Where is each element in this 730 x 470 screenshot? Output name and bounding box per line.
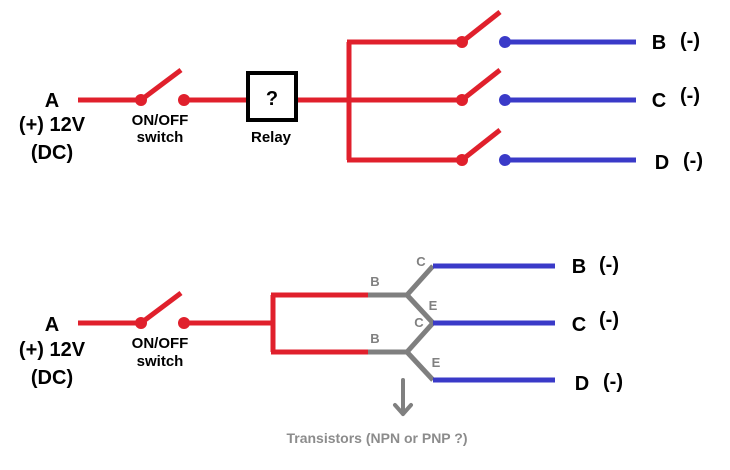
top-positive-wires (78, 10, 502, 163)
transistor-1-base-label: B (370, 274, 379, 289)
top-output-c-polarity: (-) (680, 85, 700, 107)
top-switch-label-line1: ON/OFF (132, 112, 189, 129)
relay-lever-b (460, 10, 502, 44)
bottom-source-node-label: A (45, 314, 59, 336)
top-output-d-polarity: (-) (683, 150, 703, 172)
top-output-b-node: B (652, 32, 666, 54)
transistor-1-collector-label: C (416, 254, 426, 269)
relay-box (246, 71, 298, 122)
switch-terminal-left (135, 94, 147, 106)
top-output-c-node: C (652, 90, 666, 112)
switch-terminal-right-2 (178, 317, 190, 329)
relay-contact-d-blue (499, 154, 511, 166)
bottom-negative-wires (433, 263, 555, 383)
transistor-2-collector-label: C (414, 315, 424, 330)
bottom-switch-label-line2: switch (137, 353, 184, 370)
transistor-2-emitter (405, 350, 435, 382)
switch-lever (139, 68, 183, 102)
transistor-2 (368, 321, 435, 382)
top-output-b-polarity: (-) (680, 30, 700, 52)
bottom-positive-wires (78, 291, 368, 355)
relay-contact-d-red (456, 154, 468, 166)
top-source-polarity-label: (+) 12V (19, 114, 86, 136)
bottom-source-type-label: (DC) (31, 367, 73, 389)
bottom-source-polarity-label: (+) 12V (19, 339, 86, 361)
switch-terminal-left-2 (135, 317, 147, 329)
relay-contact-c-red (456, 94, 468, 106)
transistor-2-base-label: B (370, 331, 379, 346)
bottom-circuit: A (+) 12V (DC) ON/OFF switch B (19, 254, 623, 446)
transistor-2-emitter-label: E (432, 355, 441, 370)
switch-lever-2 (139, 291, 183, 325)
top-negative-wires (505, 39, 636, 163)
top-circuit: A (+) 12V (DC) ? Relay ON/OFF switch (19, 10, 703, 174)
bottom-output-b-polarity: (-) (599, 254, 619, 276)
bottom-switch-label-line1: ON/OFF (132, 335, 189, 352)
bottom-output-d-polarity: (-) (603, 371, 623, 393)
relay-lever-c (460, 68, 502, 102)
top-source-node-label: A (45, 90, 59, 112)
switch-terminal-right (178, 94, 190, 106)
bottom-output-c-node: C (572, 314, 586, 336)
transistor-1-emitter-label: E (429, 298, 438, 313)
relay-lever-d (460, 128, 502, 162)
relay-contact-b-red (456, 36, 468, 48)
bottom-output-b-node: B (572, 256, 586, 278)
transistors-caption: Transistors (NPN or PNP ?) (286, 430, 467, 446)
top-source-type-label: (DC) (31, 142, 73, 164)
bottom-output-c-polarity: (-) (599, 309, 619, 331)
relay-contact-c-blue (499, 94, 511, 106)
transistor-1-emitter (405, 293, 435, 325)
down-arrow-icon (393, 378, 413, 416)
relay-label: Relay (251, 129, 292, 146)
bottom-output-d-node: D (575, 373, 589, 395)
relay-symbol: ? (266, 88, 278, 110)
transistor-1 (368, 264, 435, 325)
top-output-d-node: D (655, 152, 669, 174)
transistor-1-collector (405, 264, 435, 297)
transistor-2-collector (405, 321, 435, 354)
relay-contact-b-blue (499, 36, 511, 48)
top-switch-label-line2: switch (137, 129, 184, 146)
